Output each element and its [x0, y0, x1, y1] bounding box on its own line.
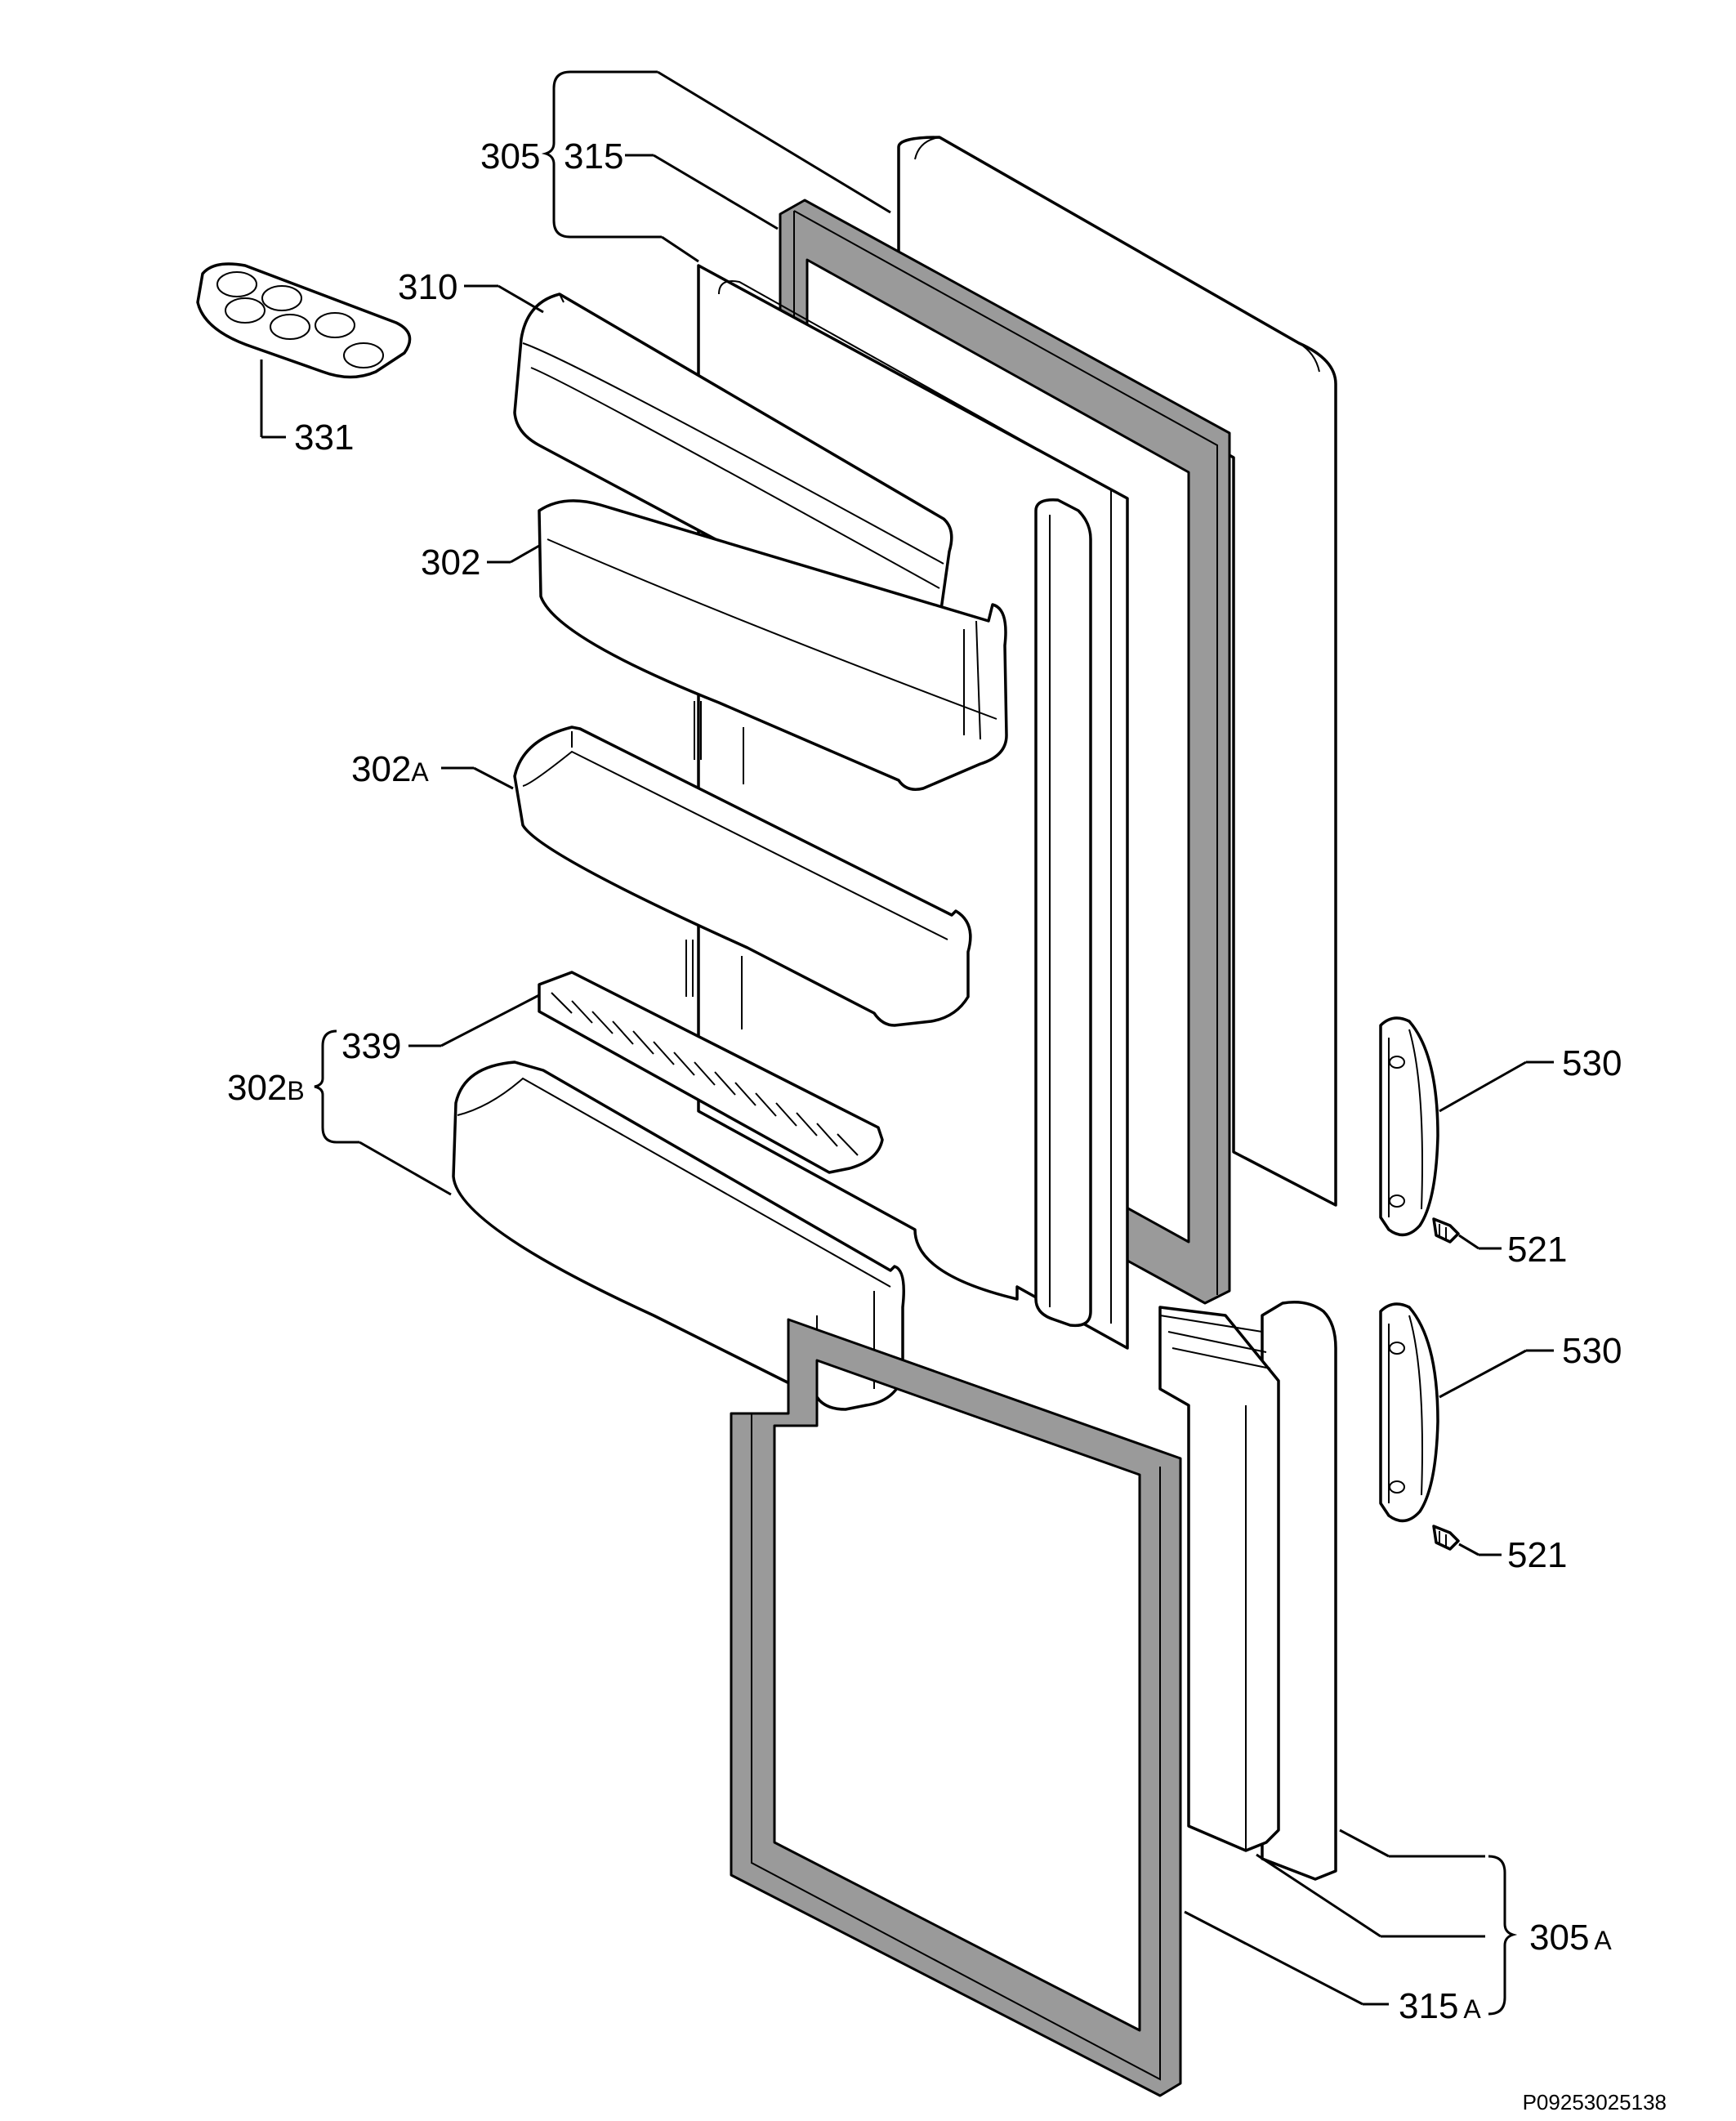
- handle-top: [1379, 1016, 1439, 1237]
- upper-door-side-rail: [1034, 498, 1092, 1328]
- part-labels: 305 315 310 331 302 302A 339 302B 530 52…: [227, 136, 1667, 2114]
- label-302b: 302B: [227, 1068, 305, 1108]
- butter-shelf: [538, 499, 1008, 791]
- label-305: 305: [480, 136, 540, 176]
- label-530-bottom: 530: [1562, 1331, 1622, 1371]
- label-339: 339: [341, 1026, 401, 1066]
- upper-door-outer-panel: [897, 136, 1337, 1207]
- lower-door-gasket: [730, 1318, 1182, 2097]
- shelf-guide-marks: [685, 701, 744, 1029]
- label-530-top: 530: [1562, 1043, 1622, 1083]
- screw-top: [1432, 1217, 1460, 1244]
- label-310: 310: [398, 267, 457, 307]
- label-302: 302: [421, 543, 480, 583]
- label-302a: 302A: [351, 749, 429, 789]
- lower-door-panels: [1158, 1301, 1337, 1881]
- door-shelf-302a: [513, 726, 972, 1027]
- label-521-top: 521: [1507, 1230, 1567, 1270]
- egg-tray: [196, 262, 412, 379]
- label-521-bottom: 521: [1507, 1535, 1567, 1575]
- screw-bottom: [1432, 1525, 1460, 1551]
- handle-bottom: [1379, 1302, 1439, 1523]
- bottle-holder-insert: [538, 971, 884, 1174]
- label-331: 331: [294, 418, 354, 458]
- drawing-code: P09253025138: [1523, 2090, 1667, 2114]
- label-315: 315: [564, 136, 623, 176]
- leader-lines: [260, 70, 1554, 2016]
- dairy-flap: [513, 292, 953, 644]
